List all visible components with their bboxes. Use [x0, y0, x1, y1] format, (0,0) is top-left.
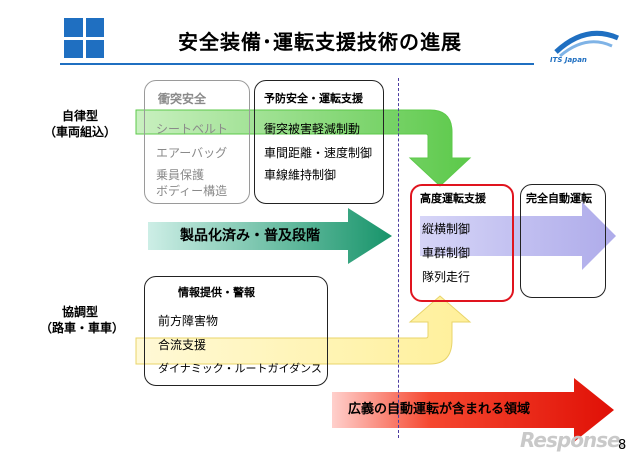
preventive-safety-box [254, 80, 384, 204]
collision-item: 乗員保護 [156, 168, 205, 182]
cooperative-label-sub: （路車・車車） [40, 321, 125, 335]
boundary-divider [398, 78, 399, 438]
collision-safety-box [144, 80, 250, 204]
response-watermark: Response. [520, 428, 627, 452]
collision-item: シートベルト [156, 122, 229, 136]
autonomous-label-sub: （車両組込） [43, 125, 116, 139]
collision-item: エアーバッグ [156, 146, 228, 160]
information-warning-box [144, 276, 328, 386]
cooperative-progress-arrow [135, 295, 472, 365]
commercialization-label: 製品化済み・普及段階 [180, 228, 320, 244]
information-warning-header: 情報提供・警報 [178, 286, 255, 299]
preventive-item: 衝突被害軽減制動 [264, 122, 361, 136]
cooperative-label-title: 協調型 [61, 305, 98, 319]
cooperative-item: 前方障害物 [158, 314, 219, 328]
slide-title: 安全装備･運転支援技術の進展 [178, 30, 462, 54]
cooperative-item: ダイナミック・ルートガイダンス [158, 362, 322, 375]
autonomous-label-title: 自律型 [61, 109, 98, 123]
cooperative-label: 協調型 （路車・車車） [40, 304, 125, 336]
advanced-support-box [410, 184, 514, 302]
advanced-item: 縦横制御 [422, 222, 471, 236]
cooperative-item: 合流支援 [158, 338, 207, 352]
advanced-item: 隊列走行 [422, 270, 471, 284]
preventive-item: 車線維持制御 [264, 168, 337, 182]
advanced-item: 車群制御 [422, 246, 471, 260]
title-rule [60, 63, 534, 65]
collision-item: ボディー構造 [156, 184, 228, 198]
advanced-support-header: 高度運転支援 [420, 192, 486, 205]
page-number: 8 [618, 438, 627, 453]
commercialization-arrow [148, 208, 392, 264]
full-automation-header: 完全自動運転 [526, 192, 592, 205]
collision-safety-header: 衝突安全 [158, 92, 207, 106]
preventive-safety-header: 予防安全・運転支援 [264, 92, 363, 105]
full-automation-box [520, 184, 606, 298]
autonomous-label: 自律型 （車両組込） [40, 108, 120, 140]
full-automation-arrow [420, 202, 616, 270]
broad-automation-arrow [332, 378, 614, 442]
presentation-logo [64, 18, 104, 58]
its-japan-logo-icon [554, 30, 620, 58]
preventive-item: 車間距離・速度制御 [264, 146, 373, 160]
broad-automation-label: 広義の自動運転が含まれる領域 [348, 402, 531, 417]
brand-name: ITS Japan [550, 56, 587, 64]
autonomous-progress-arrow [135, 109, 472, 187]
